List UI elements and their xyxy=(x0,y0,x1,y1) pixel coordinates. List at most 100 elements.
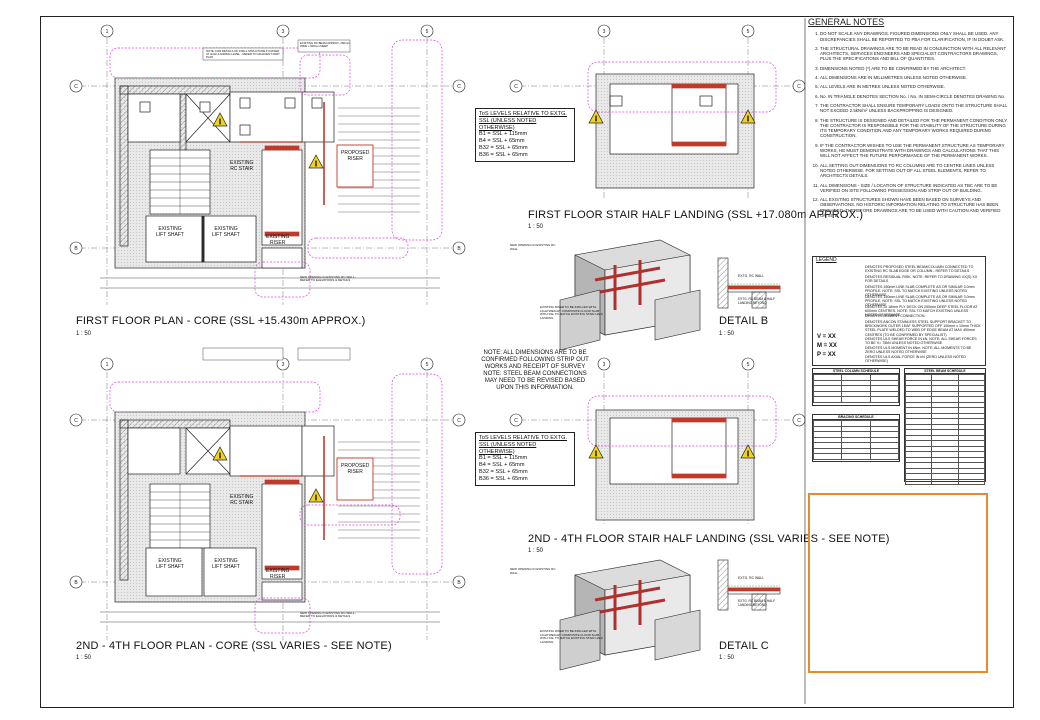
steel-beam-schedule: STEEL BEAM SCHEDULE xyxy=(904,368,986,485)
svg-text:3: 3 xyxy=(282,362,285,368)
general-note-item: THE CONTRACTOR SHALL ENSURE TEMPORARY LO… xyxy=(820,103,1008,114)
tos-row: B32 = SSL + 65mm xyxy=(479,468,528,475)
legend-row: DENOTES ANCON STAINLESS STEEL SUPPORT BR… xyxy=(865,320,981,337)
svg-text:C: C xyxy=(514,84,518,90)
legend-row: DENOTES 2x 18mm PLY DECK ON 250mm DEEP S… xyxy=(865,305,978,318)
axial-symbol: P = XX xyxy=(817,352,836,358)
svg-text:5: 5 xyxy=(426,29,429,35)
general-note-item: ALL SETTING OUT DIMENSIONS TO RC COLUMNS… xyxy=(820,163,1008,179)
general-note-item: IF THE CONTRACTOR WISHES TO USE THE PERM… xyxy=(820,143,1008,159)
detail-b-rc-wall-label: EXTG. RC WALL xyxy=(738,274,765,278)
detail-c-scale: 1 : 50 xyxy=(719,655,735,661)
typical-landing-plan: 3 5C C xyxy=(509,357,806,525)
first-floor-plan-title: FIRST FLOOR PLAN - CORE (SSL +15.430m AP… xyxy=(76,315,366,327)
beam-note: EXISTING RC BEAM APPROX. 250mm WIDE x 50… xyxy=(300,41,350,48)
tos-levels-box-lower: ToS LEVELS RELATIVE TO EXTG. SSL (UNLESS… xyxy=(475,432,575,486)
tos-row: B1 = SSL + 115mm xyxy=(479,455,528,462)
legend-row: DENOTES ULS AXIAL FORCE IN kN (ZERO UNLE… xyxy=(865,355,966,364)
general-note-item: DO NOT SCALE ANY DRAWINGS. FIGURED DIMEN… xyxy=(820,31,1008,42)
legend-row: DENOTES RESIDUAL RISK. NOTE: REFER TO DR… xyxy=(865,275,978,284)
detail-b-scale: 1 : 50 xyxy=(719,331,735,337)
bracing-table xyxy=(812,420,900,460)
tos-row: B36 = SSL + 65mm xyxy=(479,475,528,482)
tos-row: B1 = SSL + 115mm xyxy=(479,131,528,138)
first-floor-landing-plan: 3 5C C xyxy=(509,24,806,200)
svg-text:1: 1 xyxy=(106,362,109,368)
detail-b-rc-beam-label: EXTG. RC BEAM & HALF LANDING BEYOND xyxy=(738,297,776,305)
general-note-item: ALL DIMENSIONS ARE IN MILLIMETRES UNLESS… xyxy=(820,75,1008,80)
svg-text:3: 3 xyxy=(282,29,285,35)
svg-text:B: B xyxy=(74,246,78,252)
legend-row: DENOTES MOMENT CONNECTION xyxy=(865,314,925,318)
legend-row: DENOTES 150mm LINE SLAB COMPLETE AS OR S… xyxy=(865,295,975,308)
first-floor-landing-scale: 1 : 50 xyxy=(528,224,544,230)
svg-text:B: B xyxy=(74,580,78,586)
first-floor-plan-scale: 1 : 50 xyxy=(76,331,92,337)
general-note-item: No. IN TRIANGLE DENOTES SECTION No. / No… xyxy=(820,94,1008,99)
general-note-item: DIMENSIONS NOTED (*) ARE TO BE CONFIRMED… xyxy=(820,66,1008,71)
steel-beam-schedule-title: STEEL BEAM SCHEDULE xyxy=(905,369,985,374)
general-note-item: THE STRUCTURE IS DESIGNED AND DETAILED F… xyxy=(820,118,1008,139)
svg-text:1: 1 xyxy=(106,29,109,35)
existing-rc-stair-label-lower: EXISTING RC STAIR xyxy=(230,494,254,506)
svg-text:3: 3 xyxy=(603,362,606,368)
detail-infill-label-lower: EXISTING RISER TO BE INFILLED WITH LIGHT… xyxy=(540,629,604,644)
detail-b-section xyxy=(717,257,781,309)
general-note-item: ALL EXISTING STRUCTURES SHOWN HAVE BEEN … xyxy=(820,197,1008,218)
svg-text:5: 5 xyxy=(426,362,429,368)
svg-text:C: C xyxy=(797,418,801,424)
svg-text:5: 5 xyxy=(747,29,750,35)
svg-text:C: C xyxy=(457,418,461,424)
svg-text:C: C xyxy=(514,418,518,424)
general-note-item: ALL LEVELS ARE IN METRES UNLESS NOTED OT… xyxy=(820,84,1008,89)
shear-symbol: V = XX xyxy=(817,334,836,340)
detail-c-section xyxy=(717,559,781,611)
tos-heading-lower: ToS LEVELS RELATIVE TO EXTG. SSL (UNLESS… xyxy=(479,435,567,455)
legend-row: DENOTES 150mm LINE SLAB COMPLETE AS OR S… xyxy=(865,285,975,298)
detail-c-rc-beam-label: EXTG. RC BEAM & HALF LANDING BEYOND xyxy=(738,599,776,607)
infill-note: NOTE: FOR DETAILS OF INFILL STRUCTURE TO… xyxy=(206,49,280,59)
legend: LEGEND DENOTES PROPOSED STEEL BEAM/COLUM… xyxy=(812,256,986,366)
detail-new-opening-label: NEW OPENING IN EXISTING RC WALL xyxy=(510,243,556,251)
existing-rc-stair-label: EXISTING RC STAIR xyxy=(230,160,254,172)
tos-row: B32 = SSL + 65mm xyxy=(479,144,528,151)
legend-heading: LEGEND xyxy=(816,257,837,263)
typical-floor-plan-scale: 1 : 50 xyxy=(76,655,92,661)
existing-riser-label: EXISTING RISER xyxy=(266,234,290,246)
dimensions-confirmation-note: NOTE: ALL DIMENSIONS ARE TO BE CONFIRMED… xyxy=(481,350,589,391)
steel-beam-table xyxy=(904,374,986,485)
general-notes-heading: GENERAL NOTES xyxy=(808,17,885,27)
detail-c-rc-wall-label: EXTG. RC WALL xyxy=(738,576,765,580)
tos-levels-box: ToS LEVELS RELATIVE TO EXTG. SSL (UNLESS… xyxy=(475,108,575,162)
legend-row: DENOTES ULS SHEAR FORCE IN kN. NOTE: ALL… xyxy=(865,337,977,346)
general-note-item: THE STRUCTURAL DRAWINGS ARE TO BE READ I… xyxy=(820,46,1008,62)
svg-text:B: B xyxy=(457,246,461,252)
typical-landing-scale: 1 : 50 xyxy=(528,548,544,554)
detail-infill-label: EXISTING RISER TO BE INFILLED WITH LIGHT… xyxy=(540,305,604,320)
svg-text:C: C xyxy=(457,84,461,90)
first-floor-landing-title: FIRST FLOOR STAIR HALF LANDING (SSL +17.… xyxy=(528,209,864,221)
general-note-item: ALL DIMENSIONS - SIZE / LOCATION OF STRU… xyxy=(820,183,1008,194)
steel-column-schedule-title: STEEL COLUMN SCHEDULE xyxy=(813,369,899,374)
proposed-riser-label: PROPOSED RISER xyxy=(341,150,370,162)
proposed-riser-label-lower: PROPOSED RISER xyxy=(341,463,370,475)
svg-text:C: C xyxy=(797,84,801,90)
first-floor-plan: 1 3 5 C C B B xyxy=(69,24,466,305)
new-opening-note: NEW OPENING IN EXISTING RC WALL - REFER … xyxy=(300,275,357,283)
legend-row: DENOTES PROPOSED STEEL BEAM/COLUMN CONNE… xyxy=(865,265,974,274)
existing-lift-shaft-label-lower-2: EXISTING LIFT SHAFT xyxy=(212,558,240,570)
tos-row: B4 = SSL + 65mm xyxy=(479,462,525,469)
title-block-highlight[interactable] xyxy=(808,493,988,673)
svg-text:C: C xyxy=(74,84,78,90)
existing-riser-label-lower: EXISTING RISER xyxy=(266,568,290,580)
bracing-schedule-title: BRACING SCHEDULE xyxy=(813,415,899,420)
steel-column-schedule: STEEL COLUMN SCHEDULE xyxy=(812,368,900,406)
new-opening-note-lower: NEW OPENING IN EXISTING RC WALL - REFER … xyxy=(300,611,357,619)
tos-row: B4 = SSL + 65mm xyxy=(479,138,525,145)
svg-text:5: 5 xyxy=(747,362,750,368)
detail-new-opening-label-lower: NEW OPENING IN EXISTING RC WALL xyxy=(510,567,556,575)
svg-text:3: 3 xyxy=(603,29,606,35)
svg-text:C: C xyxy=(74,418,78,424)
